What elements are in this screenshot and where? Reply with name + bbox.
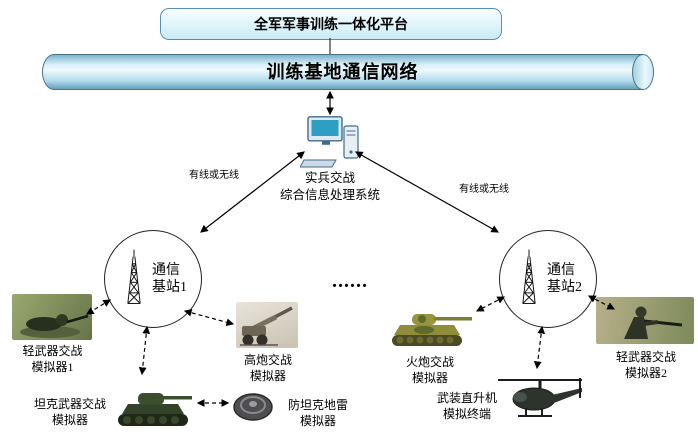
antenna-tower-icon bbox=[119, 247, 149, 312]
base-station-1-label: 通信 基站1 bbox=[152, 262, 187, 297]
network-title: 训练基地通信网络 bbox=[266, 62, 419, 82]
station2-line2: 基站2 bbox=[547, 280, 582, 295]
link-station1-tank bbox=[138, 325, 151, 376]
cylinder-body bbox=[42, 54, 643, 90]
aa-gun-simulator-label: 高炮交战 模拟器 bbox=[228, 352, 308, 384]
link-label-left-text: 有线或无线 bbox=[189, 170, 239, 181]
processor-label-line2: 综合信息处理系统 bbox=[279, 187, 380, 202]
label-line: 高炮交战 bbox=[243, 353, 292, 367]
helicopter-terminal-image bbox=[494, 372, 586, 430]
base-station-2: 通信 基站2 bbox=[499, 230, 597, 328]
artillery-simulator-label: 火炮交战 模拟器 bbox=[392, 354, 468, 386]
label-line: 模拟器 bbox=[51, 413, 88, 428]
platform-box: 全军军事训练一体化平台 bbox=[160, 8, 502, 40]
label-line: 武装直升机 bbox=[436, 391, 497, 405]
label-line: 模拟器2 bbox=[624, 366, 667, 381]
artillery-simulator-image bbox=[384, 303, 474, 350]
label-line: 防坦克地雷 bbox=[287, 398, 348, 412]
stations-ellipsis: ...... bbox=[300, 270, 400, 293]
link-station2-artillery bbox=[475, 296, 506, 312]
label-line: 轻武器交战 bbox=[615, 350, 676, 364]
computer-icon bbox=[299, 116, 360, 168]
base-station-1: 通信 基站1 bbox=[104, 230, 202, 328]
anti-tank-mine-simulator-image bbox=[232, 390, 274, 423]
label-line: 火炮交战 bbox=[405, 355, 454, 369]
label-line: 模拟器 bbox=[249, 369, 286, 384]
link-label-right-text: 有线或无线 bbox=[459, 184, 509, 195]
platform-title: 全军军事训练一体化平台 bbox=[254, 18, 408, 33]
cylinder-end-cap bbox=[632, 54, 654, 90]
label-line: 模拟器 bbox=[299, 414, 336, 429]
light-weapon-simulator-2-label: 轻武器交战 模拟器2 bbox=[602, 349, 690, 381]
light-weapon-simulator-2-image bbox=[596, 297, 694, 344]
processor-label-line1: 实兵交战 bbox=[304, 171, 355, 185]
network-cylinder: 训练基地通信网络 bbox=[42, 54, 654, 90]
light-weapon-simulator-1-label: 轻武器交战 模拟器1 bbox=[5, 343, 100, 375]
link-label-left: 有线或无线 bbox=[175, 166, 253, 181]
label-line: 模拟器1 bbox=[31, 360, 74, 375]
station1-line1: 通信 bbox=[152, 262, 180, 278]
light-weapon-simulator-1-image bbox=[12, 294, 92, 340]
label-line: 轻武器交战 bbox=[22, 344, 83, 358]
label-line: 模拟终端 bbox=[442, 407, 491, 422]
antenna-tower-icon bbox=[514, 247, 544, 312]
link-label-right: 有线或无线 bbox=[445, 180, 523, 195]
base-station-2-label: 通信 基站2 bbox=[547, 262, 582, 297]
link-station1-aagun bbox=[183, 308, 235, 327]
station2-line1: 通信 bbox=[547, 262, 575, 278]
tank-simulator-image bbox=[112, 378, 194, 430]
tank-simulator-label: 坦克武器交战 模拟器 bbox=[26, 396, 114, 428]
link-station2-helicopter bbox=[533, 325, 546, 370]
processor-label: 实兵交战 综合信息处理系统 bbox=[245, 170, 415, 204]
station1-line2: 基站1 bbox=[152, 280, 187, 295]
label-line: 模拟器 bbox=[411, 371, 448, 386]
aa-gun-simulator-image bbox=[236, 302, 298, 348]
helicopter-terminal-label: 武装直升机 模拟终端 bbox=[434, 390, 500, 422]
ellipsis-text: ...... bbox=[332, 270, 368, 292]
label-line: 坦克武器交战 bbox=[33, 397, 106, 411]
anti-tank-mine-simulator-label: 防坦克地雷 模拟器 bbox=[277, 397, 359, 429]
